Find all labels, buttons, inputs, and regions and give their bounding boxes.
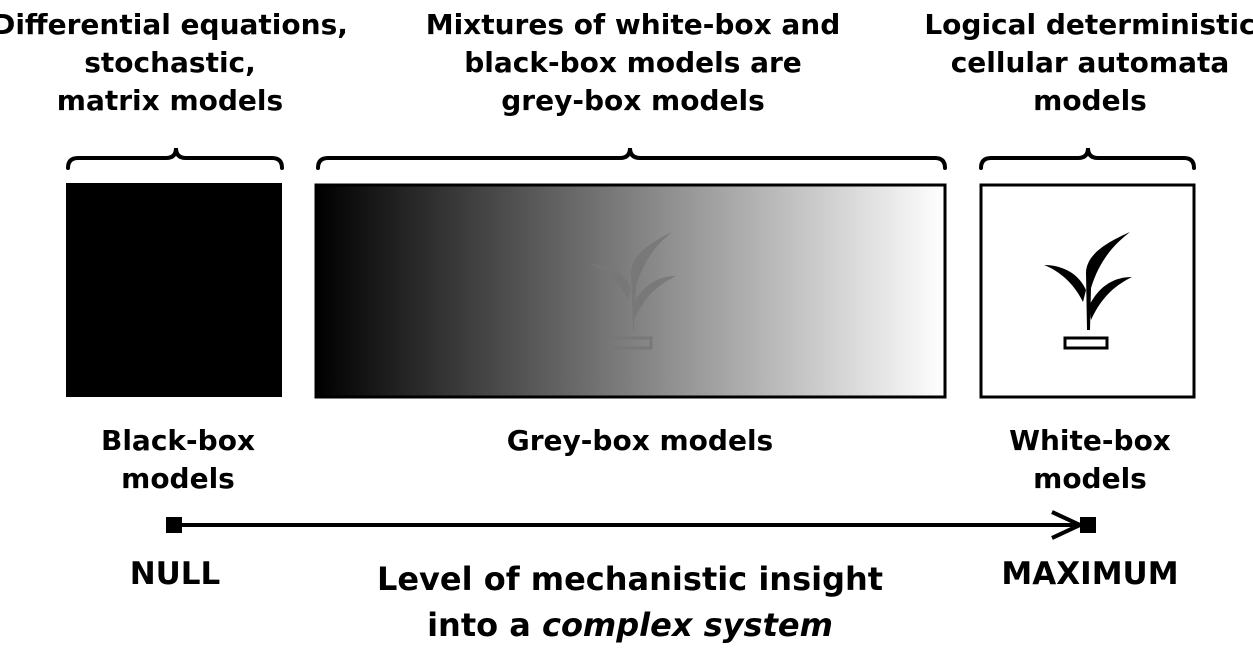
grey-box <box>314 183 947 399</box>
brace-left <box>66 147 284 170</box>
black-box <box>66 183 282 397</box>
label-line: models <box>121 462 235 495</box>
label-line: Grey-box models <box>506 424 774 457</box>
axis-title-emphasis: complex system <box>541 606 833 644</box>
label-black-box-models: Black-box models <box>70 422 286 498</box>
caption-line: Differential equations, <box>0 8 348 41</box>
caption-black-box-methods: Differential equations, stochastic, matr… <box>0 6 350 120</box>
axis-title: Level of mechanistic insight into a comp… <box>330 556 930 648</box>
axis-end-label: MAXIMUM <box>1001 556 1179 592</box>
caption-white-box-methods: Logical deterministic cellular automata … <box>920 6 1253 120</box>
caption-line: cellular automata <box>950 46 1230 79</box>
axis-start-marker <box>166 517 182 533</box>
caption-grey-box-methods: Mixtures of white-box and black-box mode… <box>398 6 868 120</box>
arrow-right-icon <box>166 510 1096 540</box>
caption-line: black-box models are <box>464 46 802 79</box>
axis-title-prefix: into a <box>427 606 542 644</box>
label-line: models <box>1033 462 1147 495</box>
caption-line: Logical deterministic <box>924 8 1253 41</box>
brace-middle <box>316 147 947 170</box>
caption-line: Mixtures of white-box and <box>425 8 841 41</box>
brace-right <box>979 147 1196 170</box>
plant-icon <box>1044 232 1132 350</box>
axis-title-line-2: into a complex system <box>330 602 930 648</box>
label-white-box-models: White-box models <box>982 422 1198 498</box>
plant-icon <box>590 232 676 350</box>
label-line: Black-box <box>100 424 255 457</box>
caption-line: stochastic, <box>84 46 256 79</box>
label-grey-box-models: Grey-box models <box>380 422 900 460</box>
caption-line: models <box>1033 84 1147 117</box>
axis-start-label: NULL <box>129 556 221 592</box>
label-line: White-box <box>1009 424 1171 457</box>
caption-line: grey-box models <box>501 84 765 117</box>
caption-line: matrix models <box>56 84 284 117</box>
axis-end-marker <box>1080 517 1096 533</box>
axis-title-line-1: Level of mechanistic insight <box>376 560 884 598</box>
